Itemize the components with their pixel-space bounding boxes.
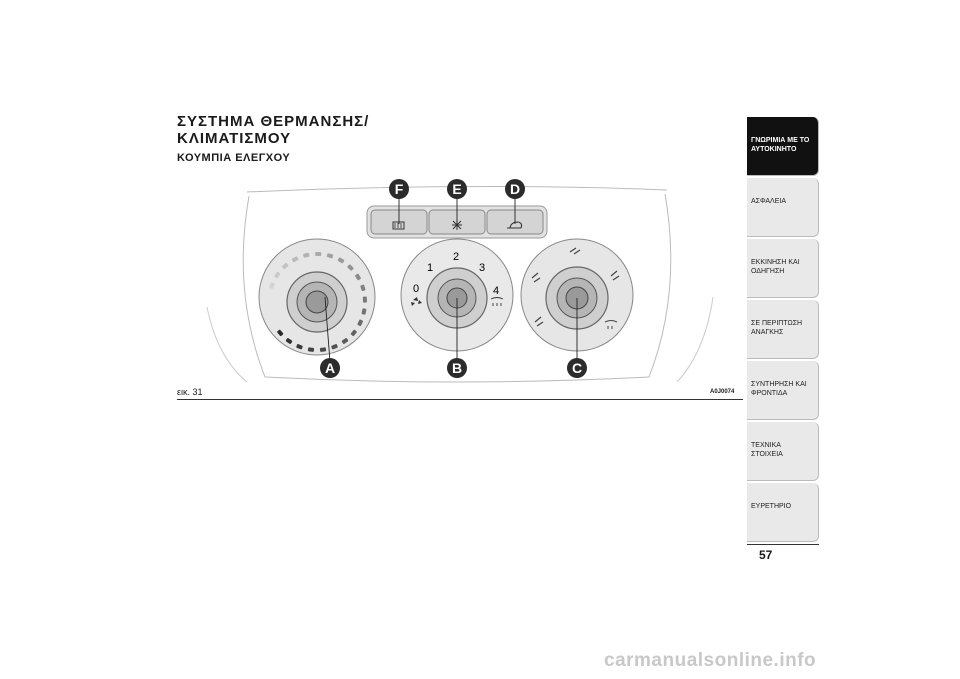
temperature-scale-mark xyxy=(277,329,284,337)
climate-control-figure: 2 1 3 0 4 F E D A B C xyxy=(206,179,714,383)
tab-label-line-1: ΤΕΧΝΙΚΑ ΣΤΟΙΧΕΙΑ xyxy=(751,442,783,458)
temperature-scale-mark xyxy=(357,319,363,327)
temperature-scale-mark xyxy=(269,282,275,289)
tab-getting-to-know[interactable]: ΓΝΩΡΙΜΙΑ ΜΕ ΤΟ ΑΥΤΟΚΙΝΗΤΟ xyxy=(747,117,819,176)
watermark: carmanualsonline.info xyxy=(604,650,817,671)
rear-defrost-icon xyxy=(392,221,405,230)
temperature-scale-mark xyxy=(341,338,349,344)
page-number: 57 xyxy=(759,548,773,562)
figure-label: εικ. 31 xyxy=(177,387,203,397)
air-to-feet-icon xyxy=(534,316,544,327)
temperature-scale-mark xyxy=(360,284,366,292)
tab-label-line-1: ΕΚΚΙΝΗΣΗ ΚΑΙ xyxy=(751,259,800,266)
temperature-scale-mark xyxy=(303,252,310,258)
recirculation-icon xyxy=(507,221,523,229)
fan-label-0: 0 xyxy=(413,283,419,295)
tab-safety[interactable]: ΑΣΦΑΛΕΙΑ xyxy=(747,178,819,237)
temperature-scale-mark xyxy=(282,262,289,270)
tab-label-line-2: ΟΔΗΓΗΣΗ xyxy=(751,268,785,275)
air-face-feet-icon xyxy=(569,247,581,255)
chapter-tabs: ΓΝΩΡΙΜΙΑ ΜΕ ΤΟ ΑΥΤΟΚΙΝΗΤΟ ΑΣΦΑΛΕΙΑ ΕΚΚΙΝ… xyxy=(747,117,819,544)
callout-B: B xyxy=(452,360,462,376)
tab-technical-data[interactable]: ΤΕΧΝΙΚΑ ΣΤΟΙΧΕΙΑ xyxy=(747,422,819,481)
tab-index[interactable]: ΕΥΡΕΤΗΡΙΟ xyxy=(747,483,819,542)
callout-F: F xyxy=(395,181,404,197)
callout-C: C xyxy=(572,360,582,376)
fan-icon xyxy=(411,297,422,306)
fan-label-3: 3 xyxy=(479,262,485,274)
tab-emergency[interactable]: ΣΕ ΠΕΡΙΠΤΩΣΗ ΑΝΑΓΚΗΣ xyxy=(747,300,819,359)
tab-starting-driving[interactable]: ΕΚΚΙΝΗΣΗ ΚΑΙ ΟΔΗΓΗΣΗ xyxy=(747,239,819,298)
section-subtitle: ΚΟΥΜΠΙΑ ΕΛΕΓΧΟΥ xyxy=(177,152,291,164)
title-line-1: ΣΥΣΤΗΜΑ ΘΕΡΜΑΝΣΗΣ/ xyxy=(177,113,370,130)
temperature-scale-mark xyxy=(274,271,281,279)
tab-label-line-2: ΑΥΤΟΚΙΝΗΤΟ xyxy=(751,146,797,153)
fan-label-4: 4 xyxy=(493,285,499,297)
fan-label-1: 1 xyxy=(427,262,433,274)
temperature-scale-mark xyxy=(337,257,345,264)
temperature-scale-mark xyxy=(355,273,361,281)
temperature-scale-mark xyxy=(350,329,357,337)
temperature-scale-mark xyxy=(326,253,334,259)
temperature-scale-mark xyxy=(319,347,327,352)
tab-label-line-2: ΑΝΑΓΚΗΣ xyxy=(751,329,784,336)
figure-rule xyxy=(177,399,743,400)
air-feet-windscreen-icon xyxy=(610,270,620,281)
tab-label-line-1: ΑΣΦΑΛΕΙΑ xyxy=(751,198,787,205)
callout-D: D xyxy=(510,181,520,197)
temperature-scale-mark xyxy=(296,344,303,350)
temperature-scale-mark xyxy=(315,251,322,257)
tab-maintenance[interactable]: ΣΥΝΤΗΡΗΣΗ ΚΑΙ ΦΡΟΝΤΙΔΑ xyxy=(747,361,819,420)
tab-label-line-1: ΣΕ ΠΕΡΙΠΤΩΣΗ xyxy=(751,320,803,327)
temperature-scale-mark xyxy=(291,256,299,263)
page-number-rule xyxy=(747,544,819,545)
section-title: ΣΥΣΤΗΜΑ ΘΕΡΜΑΝΣΗΣ/ ΚΛΙΜΑΤΙΣΜΟΥ xyxy=(177,113,369,147)
windscreen-defrost-icon xyxy=(490,297,504,306)
temperature-scale-mark xyxy=(331,344,338,350)
callout-E: E xyxy=(452,181,461,197)
tab-label-line-2: ΦΡΟΝΤΙΔΑ xyxy=(751,390,788,397)
tab-label-line-1: ΓΝΩΡΙΜΙΑ ΜΕ ΤΟ xyxy=(751,137,810,144)
figure-code: A0J0074 xyxy=(710,389,735,395)
temperature-scale-mark xyxy=(362,296,367,303)
temperature-scale-mark xyxy=(285,338,293,344)
temperature-scale-mark xyxy=(361,308,367,315)
air-to-face-icon xyxy=(531,272,541,283)
fan-label-2: 2 xyxy=(453,251,459,263)
title-line-2: ΚΛΙΜΑΤΙΣΜΟΥ xyxy=(177,130,292,147)
callout-A: A xyxy=(325,360,335,376)
temperature-scale-mark xyxy=(307,347,315,352)
temperature-scale-mark xyxy=(347,264,354,271)
tab-label-line-1: ΣΥΝΤΗΡΗΣΗ ΚΑΙ xyxy=(751,381,807,388)
tab-label-line-1: ΕΥΡΕΤΗΡΙΟ xyxy=(751,503,792,510)
snowflake-icon xyxy=(452,220,462,230)
windscreen-demist-icon xyxy=(604,320,618,329)
temperature-scale xyxy=(269,251,367,352)
